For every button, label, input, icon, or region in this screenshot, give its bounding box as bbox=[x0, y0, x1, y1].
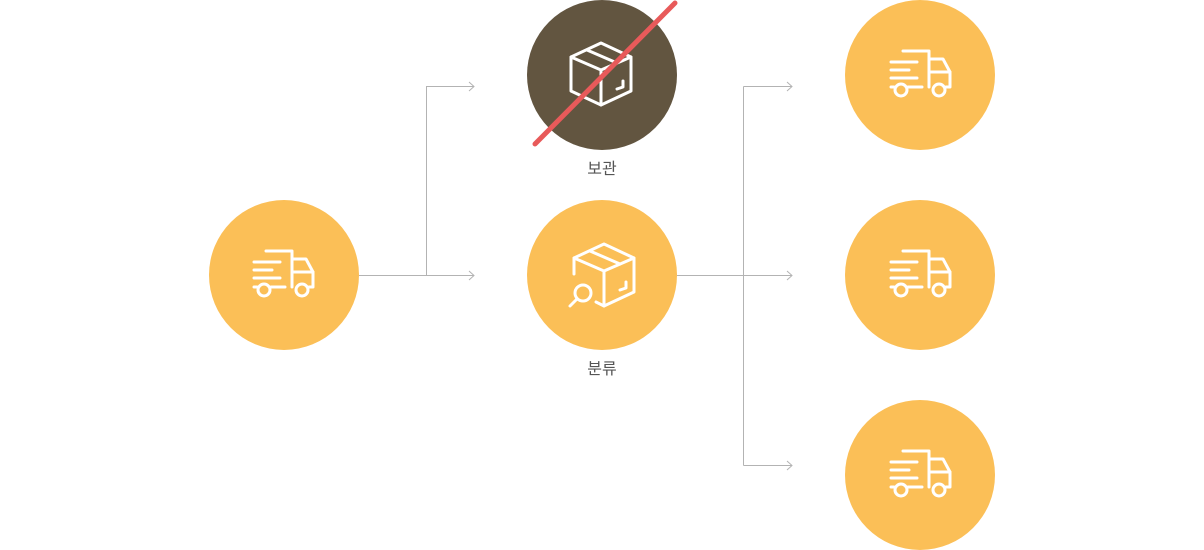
arrowhead-to-sorting bbox=[468, 270, 475, 281]
strike-through-line bbox=[532, 0, 678, 147]
arrowhead-to-storage bbox=[468, 81, 475, 92]
destination-node-3 bbox=[845, 400, 995, 550]
arrowhead-to-destination-3 bbox=[786, 460, 793, 471]
arrowhead-to-destination-2 bbox=[786, 270, 793, 281]
sorting-node: 분류 bbox=[527, 200, 677, 378]
storage-label: 보관 bbox=[587, 159, 617, 178]
destination-node-1 bbox=[845, 0, 995, 150]
arrowhead-to-destination-1 bbox=[786, 81, 793, 92]
sorting-label: 분류 bbox=[587, 359, 616, 378]
destination-node-2 bbox=[845, 200, 995, 350]
source-node bbox=[209, 200, 359, 350]
storage-node: 보관 bbox=[527, 0, 678, 178]
connector-sorting-destinations bbox=[677, 86, 792, 466]
connector-source-split bbox=[359, 86, 474, 276]
